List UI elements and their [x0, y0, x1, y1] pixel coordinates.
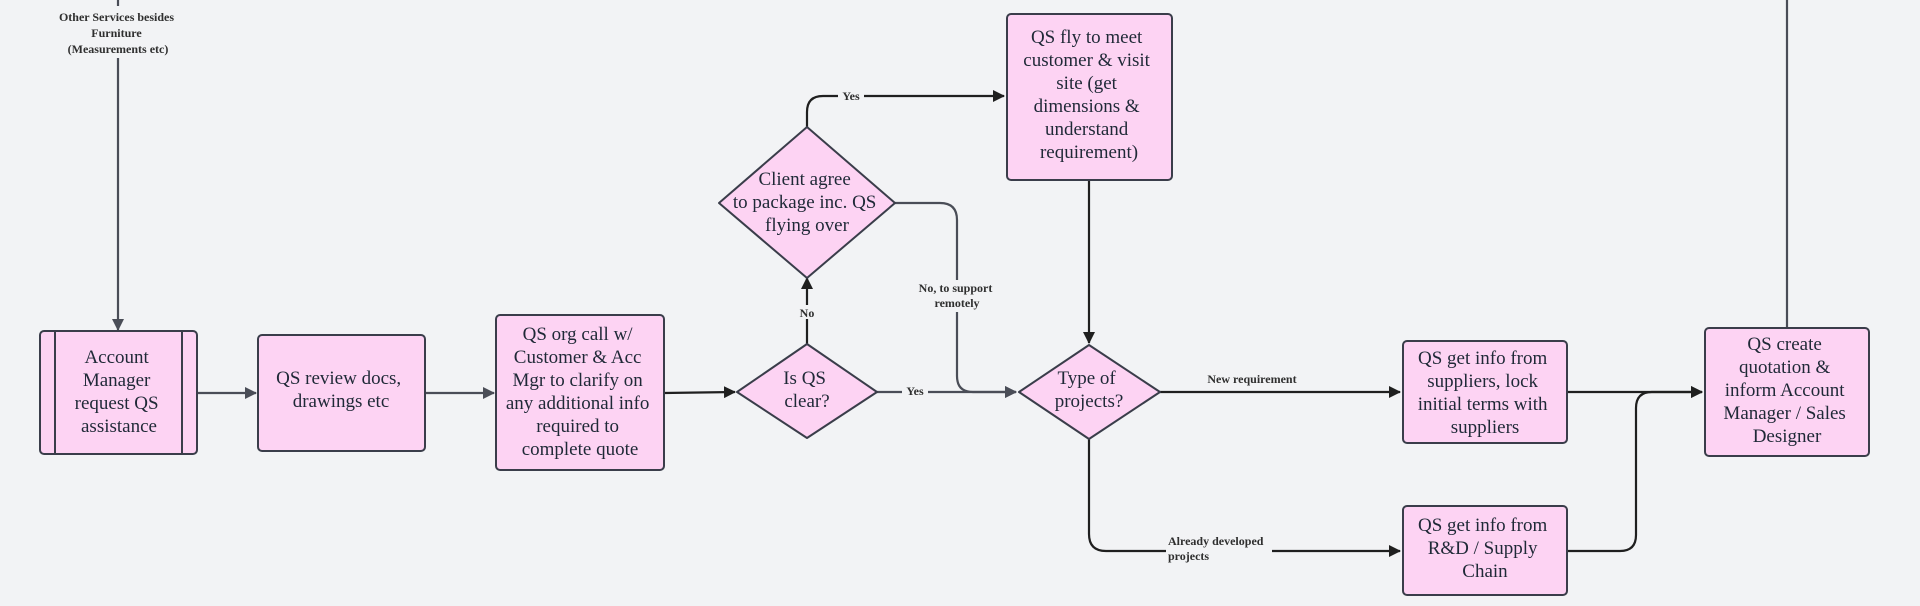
edge-type-to-rnd: [1087, 439, 1401, 557]
node-qs-org-call: [495, 314, 665, 471]
node-is-qs-clear: [736, 343, 878, 439]
node-type-of-projects: [1018, 344, 1161, 440]
node-is-qs-clear-text: Is QS clear?: [783, 368, 831, 412]
node-qs-info-rnd: [1402, 505, 1568, 596]
node-qs-info-suppliers-text: QS get info from suppliers, lock initial…: [1418, 348, 1553, 438]
edge-label-new-requirement: New requirement: [1207, 372, 1296, 386]
node-type-of-projects-text: Type of projects?: [1055, 368, 1124, 412]
edge-label-no-support: No, to support remotely: [919, 281, 996, 310]
edge-label-already-developed: Already developed projects: [1168, 534, 1266, 563]
node-other-services-text: Other Services besides Furniture (Measur…: [59, 10, 177, 56]
node-qs-review: [257, 334, 426, 452]
node-qs-fly: [1006, 13, 1173, 181]
edge-label-no: No: [800, 306, 815, 320]
node-qs-org-call-text: QS org call w/ Customer & Acc Mgr to cla…: [506, 324, 654, 460]
node-client-agree: [718, 126, 896, 279]
edge-rnd-to-create: [1567, 386, 1703, 553]
edge-label-yes-mid: Yes: [906, 384, 924, 398]
node-qs-info-suppliers: [1402, 340, 1568, 444]
edge-call-to-clear: [663, 386, 736, 399]
node-account-manager: [39, 330, 198, 455]
node-qs-create-text: QS create quotation & inform Account Man…: [1723, 334, 1850, 447]
node-qs-fly-text: QS fly to meet customer & visit site (ge…: [1023, 27, 1154, 163]
edge-client-to-fly-yes: [805, 90, 1005, 127]
node-qs-create: [1704, 327, 1870, 457]
node-client-agree-text: Client agree to package inc. QS flying o…: [733, 169, 881, 236]
node-qs-review-text: QS review docs, drawings etc: [276, 368, 406, 412]
node-qs-info-rnd-text: QS get info from R&D / Supply Chain: [1418, 515, 1552, 582]
edge-label-yes-top: Yes: [842, 89, 860, 103]
node-account-manager-text: Account Manager request QS assistance: [75, 347, 164, 437]
